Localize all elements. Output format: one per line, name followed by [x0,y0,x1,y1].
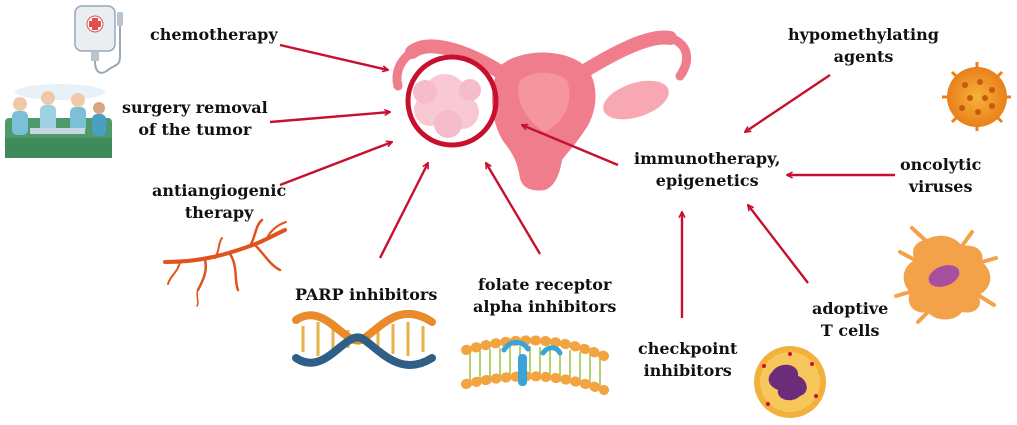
label-chemotherapy: chemotherapy [150,25,278,44]
t-cell-icon [894,226,998,324]
arrow-immuno-to-uterus [522,125,619,167]
virus-icon [942,62,1011,131]
label-hypomethylating: hypomethylating agents [788,25,939,66]
iv-bag-icon [74,5,123,74]
arrow-adoptive [748,205,809,284]
label-oncolytic: oncolytic viruses [900,155,982,196]
label-checkpoint: checkpoint inhibitors [638,339,738,380]
label-immunotherapy: immunotherapy, epigenetics [634,149,781,190]
arrow-parp [378,163,430,259]
arrow-chemotherapy [279,43,388,70]
uterus-icon [392,30,691,191]
surgeons-icon [5,84,112,158]
arrows [269,43,895,318]
cell-membrane-icon [461,335,609,395]
arrow-folate [486,163,542,255]
arrow-surgery [269,112,390,124]
tumor-circle-icon [405,54,499,148]
dna-helix-icon [292,309,436,369]
arrow-hypomethylating [745,74,831,132]
label-folate: folate receptor alpha inhibitors [473,275,617,316]
immune-cell-icon [754,346,826,418]
label-adoptive: adoptive T cells [812,299,889,340]
label-antiangiogenic: antiangiogenic therapy [152,181,287,222]
blood-vessel-icon [163,218,287,307]
label-parp: PARP inhibitors [295,285,438,304]
arrow-antiangiogenic [279,142,392,187]
label-surgery: surgery removal of the tumor [122,98,268,139]
